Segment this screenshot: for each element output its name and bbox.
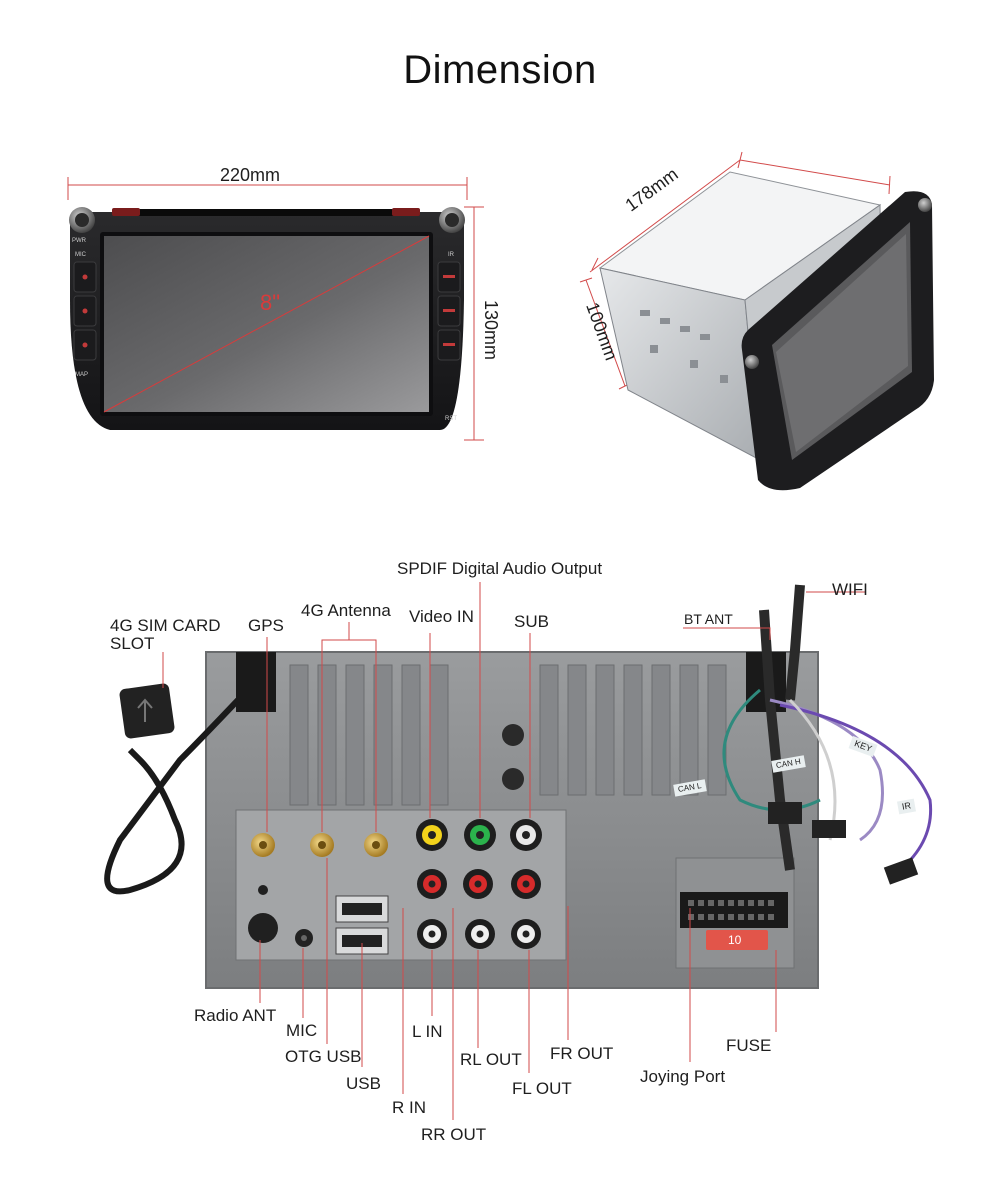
r-in-label: R IN: [392, 1098, 426, 1117]
pwr-label: PWR: [72, 238, 86, 244]
usb-label: USB: [346, 1074, 381, 1093]
ir-small-label: IR: [448, 252, 454, 258]
rr-out-label: RR OUT: [421, 1125, 487, 1144]
fr-out-label: FR OUT: [550, 1044, 614, 1063]
joying-port-label: Joying Port: [640, 1067, 726, 1086]
rst-label: RST: [445, 416, 457, 422]
front-unit-illustration: [69, 207, 465, 430]
mic-small-label: MIC: [75, 252, 86, 258]
map-label: MAP: [75, 372, 89, 378]
video-in-label: Video IN: [409, 607, 474, 626]
bt-ant-label: BT ANT: [684, 611, 733, 627]
front-width-label: 220mm: [220, 165, 281, 185]
side-unit-illustration: [598, 171, 934, 491]
side-dimension-lines: [579, 151, 891, 390]
gps-label: GPS: [248, 616, 284, 635]
page-title: Dimension: [403, 48, 597, 92]
front-dimension-lines: [67, 177, 484, 441]
leader-lines: [162, 582, 866, 1120]
otg-usb-label: OTG USB: [285, 1047, 362, 1066]
fuse-value: 10: [728, 933, 742, 947]
front-height-label: 130mm: [481, 300, 501, 361]
screen-size-label: 8": [260, 290, 281, 315]
wifi-label: WIFI: [832, 580, 868, 599]
radio-ant-label: Radio ANT: [194, 1006, 277, 1025]
l-in-label: L IN: [412, 1022, 443, 1041]
spdif-label: SPDIF Digital Audio Output: [397, 559, 603, 578]
mic-label: MIC: [286, 1021, 318, 1040]
fuse-label: FUSE: [726, 1036, 772, 1055]
rl-out-label: RL OUT: [460, 1050, 522, 1069]
sim-slot-label: 4G SIM CARD SLOT: [110, 616, 221, 653]
sub-label: SUB: [514, 612, 549, 631]
rear-unit-illustration: [104, 584, 933, 989]
antenna-4g-label: 4G Antenna: [301, 601, 391, 620]
fl-out-label: FL OUT: [512, 1079, 572, 1098]
